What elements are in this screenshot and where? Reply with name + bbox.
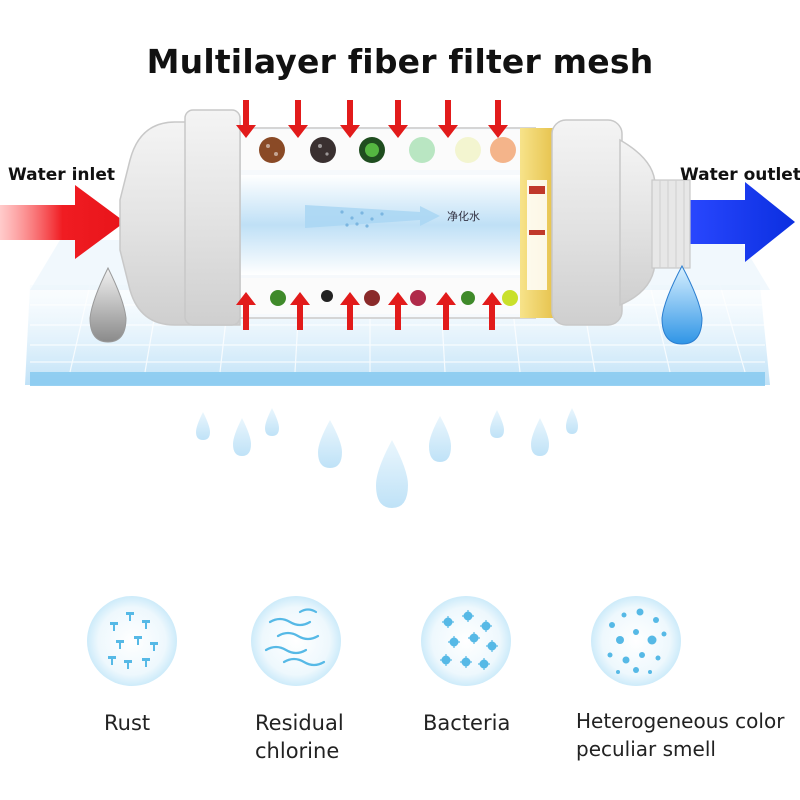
odor-icon	[591, 596, 681, 686]
caption-line: chlorine	[255, 739, 340, 763]
inner-flow-label: 净化水	[447, 209, 480, 223]
purified-flow-arrow	[305, 205, 440, 228]
blue-drop-icon	[661, 264, 703, 345]
outlet-arrow	[685, 182, 795, 262]
contaminant-caption: Residual chlorine	[255, 709, 344, 765]
chlorine-icon	[251, 596, 341, 686]
caption-line: Rust	[104, 711, 151, 735]
bottom-filter-arrows	[236, 292, 502, 330]
page-title: Multilayer fiber filter mesh	[146, 42, 654, 81]
caption-line: peculiar smell	[576, 737, 716, 761]
water-inlet-label: Water inlet	[8, 165, 115, 185]
caption-line: Residual	[255, 711, 344, 735]
inlet-arrow	[0, 185, 125, 259]
caption-line: Heterogeneous color	[576, 709, 785, 733]
bacteria-icon	[421, 596, 511, 686]
top-filter-arrows	[236, 100, 508, 138]
top-contaminants	[259, 137, 516, 163]
water-outlet-label: Water outlet	[680, 165, 800, 185]
filter-cartridge	[119, 109, 691, 326]
bottom-contaminants	[270, 290, 518, 306]
grey-drop-icon	[89, 266, 127, 343]
rust-icon	[87, 596, 177, 686]
falling-drops	[196, 408, 578, 508]
caption-line: Bacteria	[423, 711, 511, 735]
contaminant-caption: Bacteria	[423, 709, 510, 737]
contaminant-caption: Heterogeneous color peculiar smell	[576, 707, 784, 763]
contaminant-caption: Rust	[104, 709, 150, 737]
